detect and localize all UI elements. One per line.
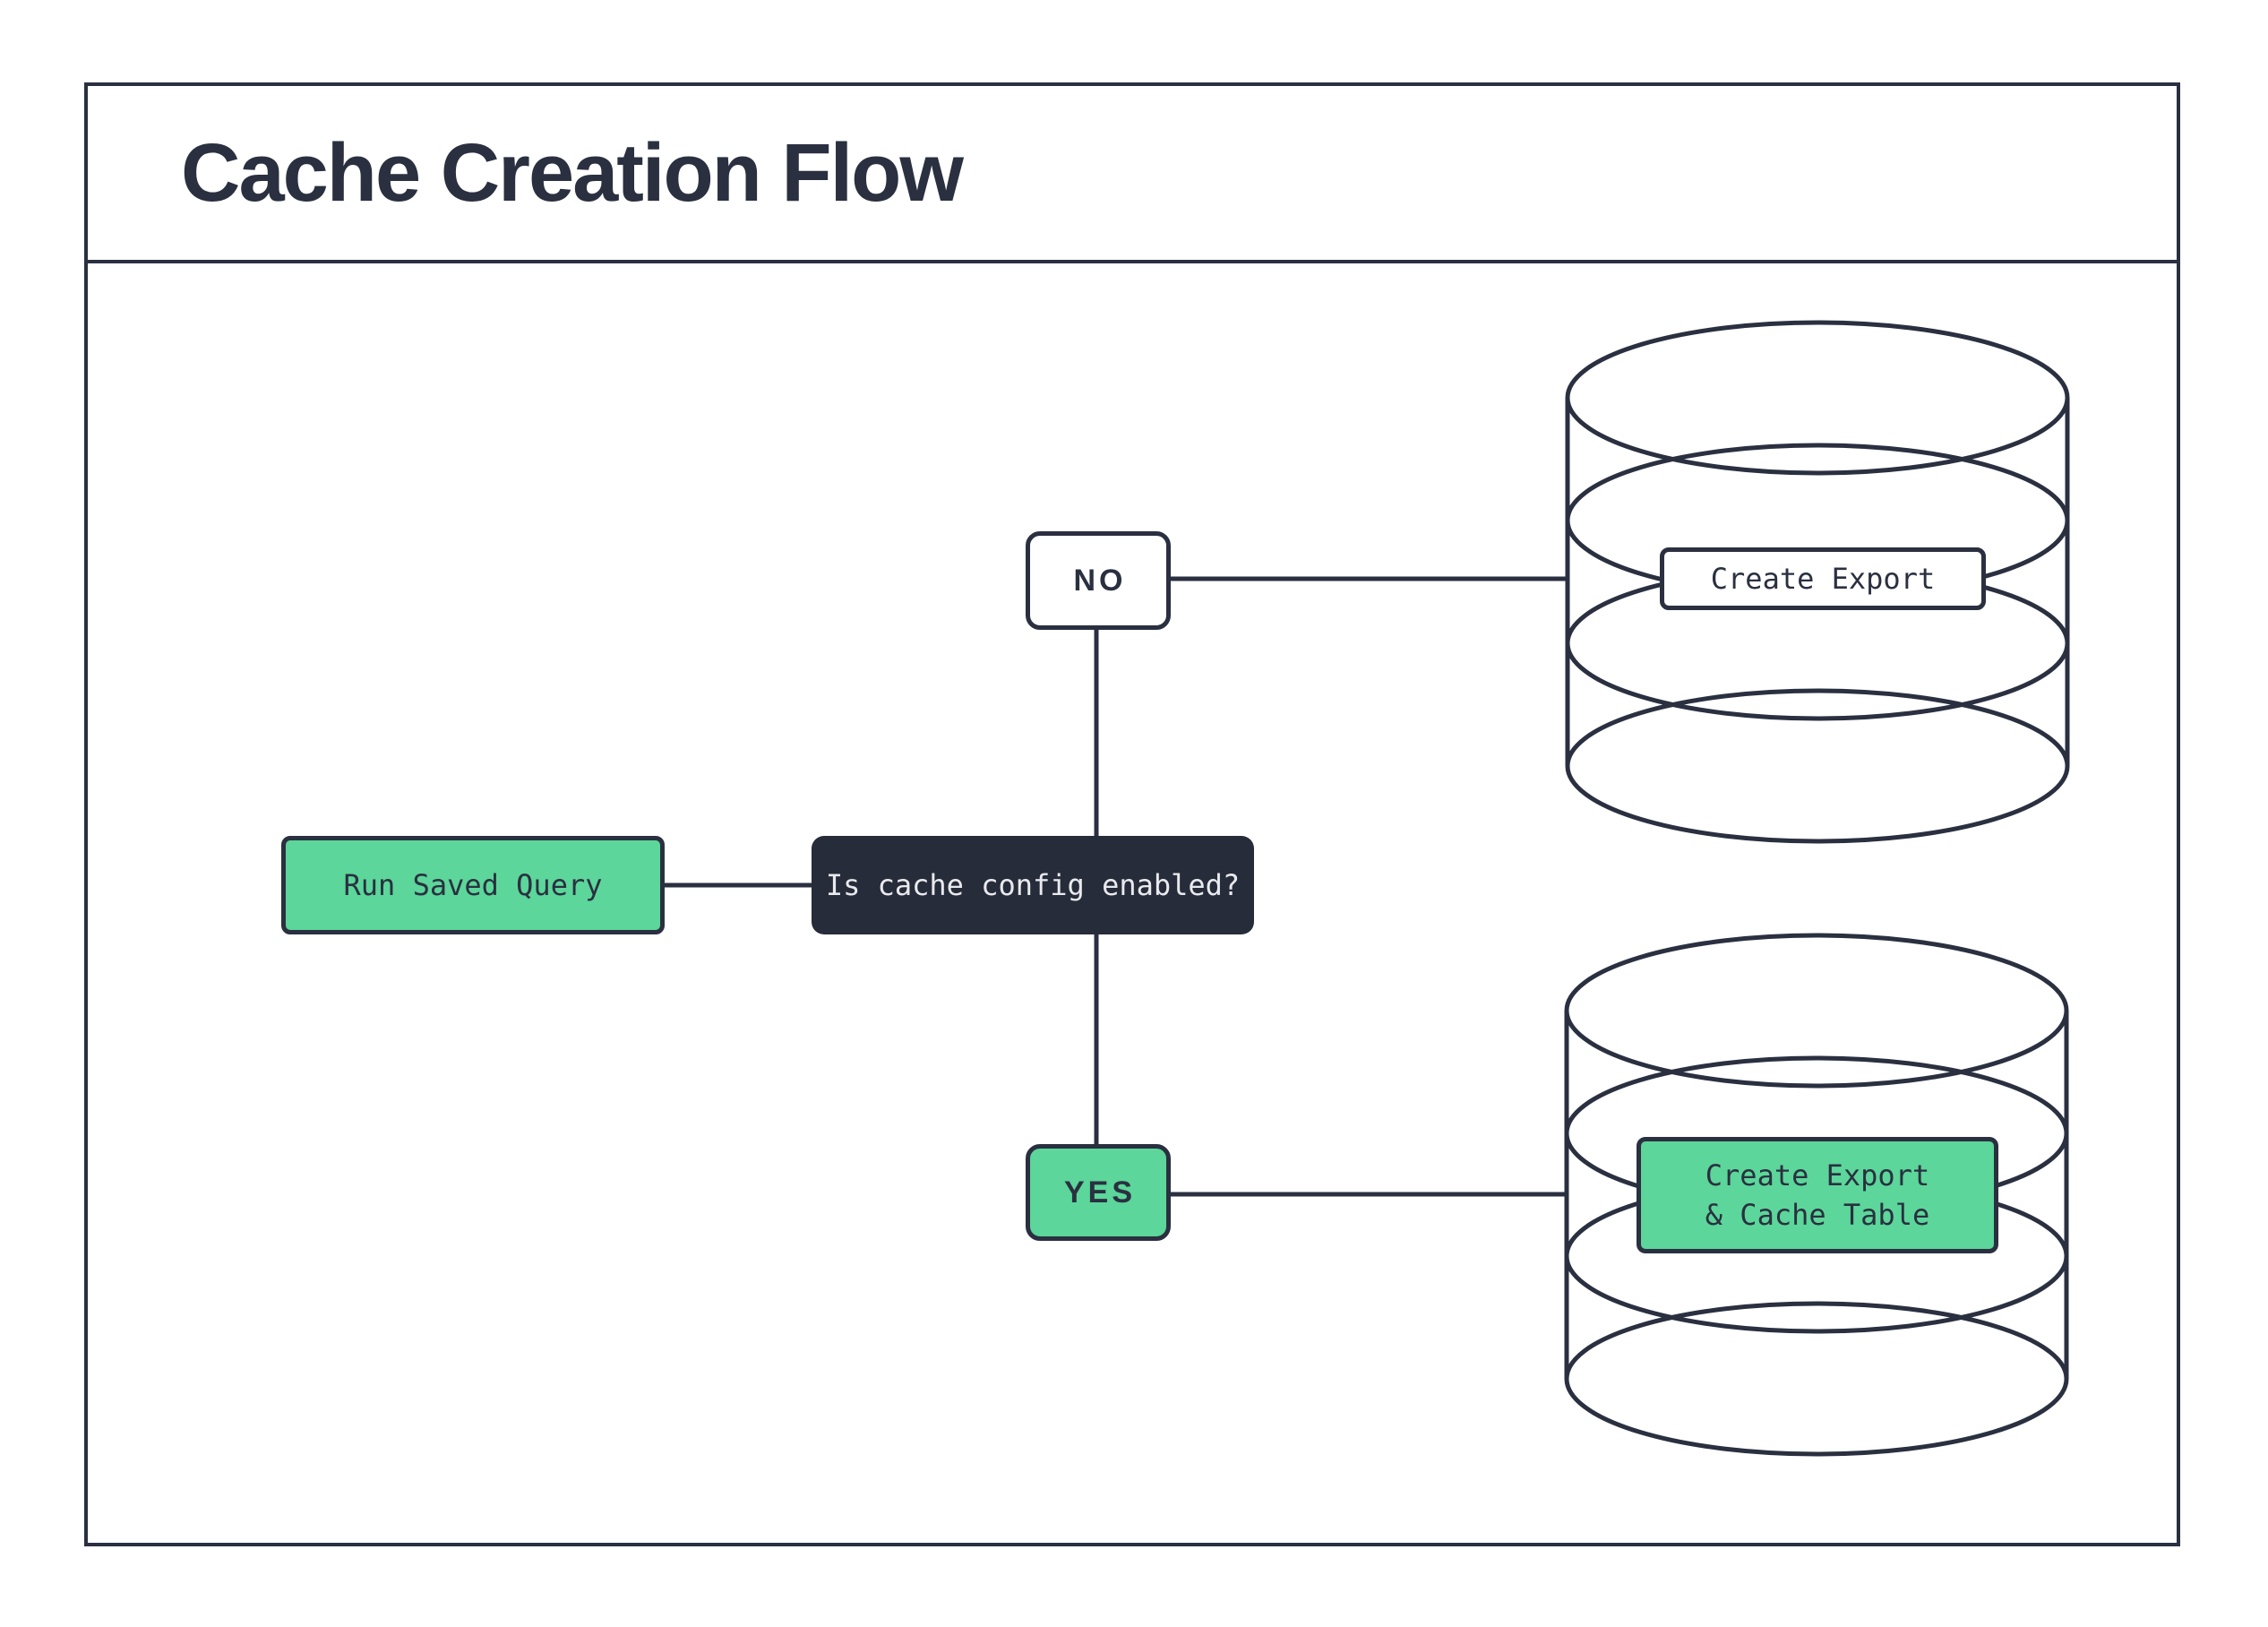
node-create-export-label: Create Export (1660, 547, 1986, 610)
page-title: Cache Creation Flow (181, 126, 964, 219)
node-create-export-cache-line1: Create Export (1705, 1158, 1930, 1192)
cylinder-disc (1565, 320, 2070, 476)
cylinder-disc (1564, 1301, 2069, 1457)
node-create-export-cache-label: Create Export & Cache Table (1637, 1137, 1998, 1253)
database-cylinder-top (1565, 320, 2070, 844)
node-cache-config-decision: Is cache config enabled? (812, 836, 1254, 934)
node-run-saved-query-label: Run Saved Query (343, 868, 603, 902)
node-branch-yes: YES (1026, 1144, 1171, 1241)
node-create-export-cache-line2: & Cache Table (1705, 1198, 1930, 1232)
node-branch-yes-label: YES (1063, 1175, 1137, 1209)
title-bar: Cache Creation Flow (88, 86, 2177, 263)
database-cylinder-bottom (1564, 933, 2069, 1457)
diagram-frame: Cache Creation Flow (84, 82, 2180, 1546)
cylinder-disc (1564, 933, 2069, 1089)
node-create-export-text: Create Export (1710, 562, 1936, 596)
node-cache-config-decision-label: Is cache config enabled? (825, 868, 1241, 902)
cylinder-disc (1565, 688, 2070, 844)
node-branch-no: NO (1026, 531, 1171, 630)
node-run-saved-query: Run Saved Query (281, 836, 665, 934)
node-branch-no-label: NO (1073, 563, 1127, 598)
